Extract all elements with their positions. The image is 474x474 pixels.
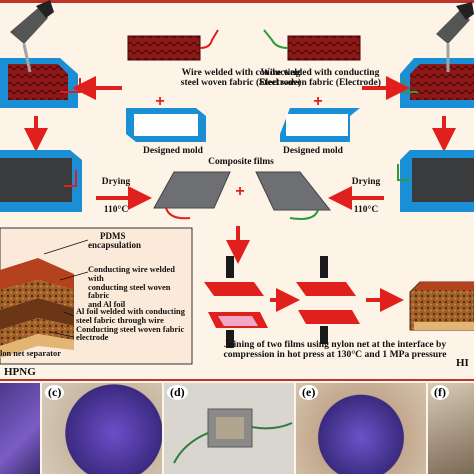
hpng-device	[409, 281, 474, 331]
join-line2: compression in hot press at 130°C and 1 …	[223, 349, 447, 361]
photo-d-device	[173, 408, 293, 464]
svg-text:+: +	[155, 93, 164, 110]
dried-tray-left	[0, 150, 82, 212]
layer-stack	[0, 239, 89, 358]
pdms-line2: encapsulation	[88, 240, 142, 251]
composite-film-left	[153, 171, 231, 220]
mold-right	[280, 108, 360, 142]
label-drying-right: Drying	[351, 177, 381, 187]
join-line1: Joining of two films using nylon net at …	[223, 339, 447, 350]
photo-d-tag: (d)	[167, 385, 188, 400]
pdms-line1: PDMS	[100, 231, 126, 241]
wire-right-line2: Steel woven fabric (Electrode)	[259, 77, 381, 88]
label-nylon: lon net separator	[0, 349, 61, 358]
label-mold-left: Designed mold	[143, 146, 203, 156]
svg-text:+: +	[235, 183, 244, 200]
hot-press-1	[204, 256, 268, 348]
label-joining: Joining of two films using nylon net at …	[196, 339, 474, 361]
cw-line2: conducting steel woven fabric	[88, 282, 171, 301]
label-al-foil: Al foil welded with conducting steel fab…	[76, 307, 192, 343]
cw-line1: Conducting wire welded with	[88, 265, 175, 283]
electrode-left	[127, 29, 219, 61]
photo-b	[0, 383, 40, 474]
tray-top-right	[400, 2, 474, 108]
cw-line3: and Al foil	[88, 300, 126, 310]
label-composite-films: Composite films	[208, 157, 274, 167]
label-mold-right: Designed mold	[283, 146, 343, 156]
photo-c: (c)	[42, 383, 162, 474]
label-temp-right: 110°C	[353, 205, 379, 215]
al-line4: electrode	[76, 333, 109, 343]
composite-film-right	[255, 171, 332, 220]
photo-c-tag: (c)	[45, 385, 65, 400]
dried-tray-right	[397, 150, 474, 212]
al-line1: Al foil welded with conducting	[76, 307, 185, 316]
label-wire-right: Wire welded with conducting Steel woven …	[240, 68, 400, 89]
electrode-right	[263, 29, 361, 61]
label-hpng-right: HI	[456, 357, 469, 369]
al-line3: Conducting steel woven fabric	[76, 324, 185, 334]
photo-d: (d)	[164, 383, 294, 474]
photo-f: (f)	[428, 383, 474, 474]
svg-text:+: +	[313, 93, 322, 110]
photo-e-tag: (e)	[299, 385, 319, 400]
wire-left-line2: steel woven fabric (Electrode)	[180, 77, 302, 88]
tray-top-left	[0, 0, 81, 108]
wire-left-line1: Wire welded with conducting	[181, 68, 301, 78]
label-hpng-left: HPNG	[4, 366, 36, 378]
mold-left	[126, 108, 206, 142]
label-conducting-wire: Conducting wire welded with conducting s…	[88, 265, 192, 310]
photo-e: (e)	[296, 383, 426, 474]
wire-right-line1: Wire welded with conducting	[260, 68, 380, 78]
label-pdms: PDMS encapsulation	[88, 231, 188, 251]
label-temp-left: 110°C	[103, 205, 129, 215]
label-drying-left: Drying	[101, 177, 131, 187]
label-wire-left: Wire welded with conducting steel woven …	[136, 68, 346, 89]
al-line2: steel fabric through wire	[76, 315, 164, 325]
hot-press-2	[296, 256, 360, 344]
photo-f-tag: (f)	[431, 385, 449, 400]
